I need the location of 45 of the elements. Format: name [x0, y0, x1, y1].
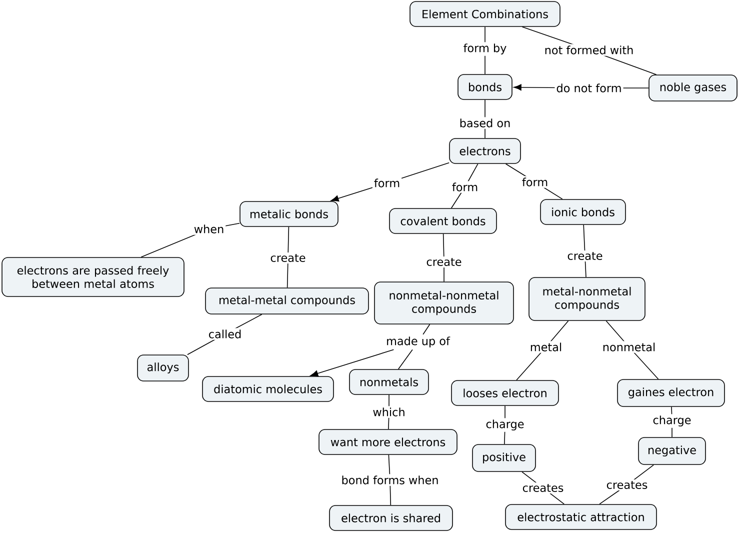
connector-line: [422, 324, 430, 335]
concept-box: Element Combinations: [410, 1, 560, 27]
edge-label: metal: [528, 341, 564, 353]
edge-label: create: [268, 252, 308, 264]
concept-box: noble gases: [648, 74, 738, 102]
edge-label: bond forms when: [340, 474, 440, 486]
edge-label: create: [566, 250, 604, 262]
edge-label: create: [424, 256, 464, 268]
linking-phrase: made up of: [387, 336, 450, 348]
edge-label: when: [192, 223, 226, 235]
edge-label: charge: [651, 414, 693, 428]
edge-label: called: [206, 328, 244, 340]
connector-line: [398, 349, 413, 370]
edge-label: do not form: [554, 82, 624, 94]
edge-label: charge: [484, 418, 526, 432]
concept-box: nonmetal-nonmetal compounds: [374, 282, 514, 324]
concept-box: alloys: [137, 354, 189, 382]
edge-label: creates: [520, 482, 566, 494]
concept-box: bonds: [458, 74, 512, 100]
concept-box: electrons are passed freely between metal atoms: [2, 257, 184, 297]
concept-box: metal-nonmetal compounds: [528, 277, 646, 321]
concept-box: positive: [472, 444, 536, 472]
edge-label: not formed with: [542, 44, 636, 56]
edge-label: form: [372, 177, 402, 189]
edge-label: form by: [462, 42, 508, 56]
concept-box: electrostatic attraction: [505, 504, 657, 530]
concept-box: gaines electron: [617, 379, 725, 407]
concept-box: electrons: [449, 138, 521, 164]
concept-box: looses electron: [451, 380, 559, 406]
edge-label: based on: [458, 117, 512, 129]
edge-label: form: [520, 176, 550, 188]
edge-label: which: [371, 406, 407, 418]
concept-box: diatomic molecules: [202, 376, 334, 402]
edge-label: nonmetal: [600, 341, 658, 353]
edge-label: form: [450, 181, 480, 193]
edge-label: creates: [604, 479, 650, 490]
concept-box: metalic bonds: [240, 201, 338, 227]
concept-box: ionic bonds: [540, 199, 626, 225]
arrow: [310, 349, 394, 377]
concept-box: covalent bonds: [389, 208, 497, 234]
concept-box: want more electrons: [318, 429, 458, 455]
concept-box: negative: [638, 437, 706, 465]
concept-box: metal-metal compounds: [205, 288, 369, 314]
concept-box: electron is shared: [329, 505, 453, 531]
concept-box: nonmetals: [349, 369, 429, 395]
